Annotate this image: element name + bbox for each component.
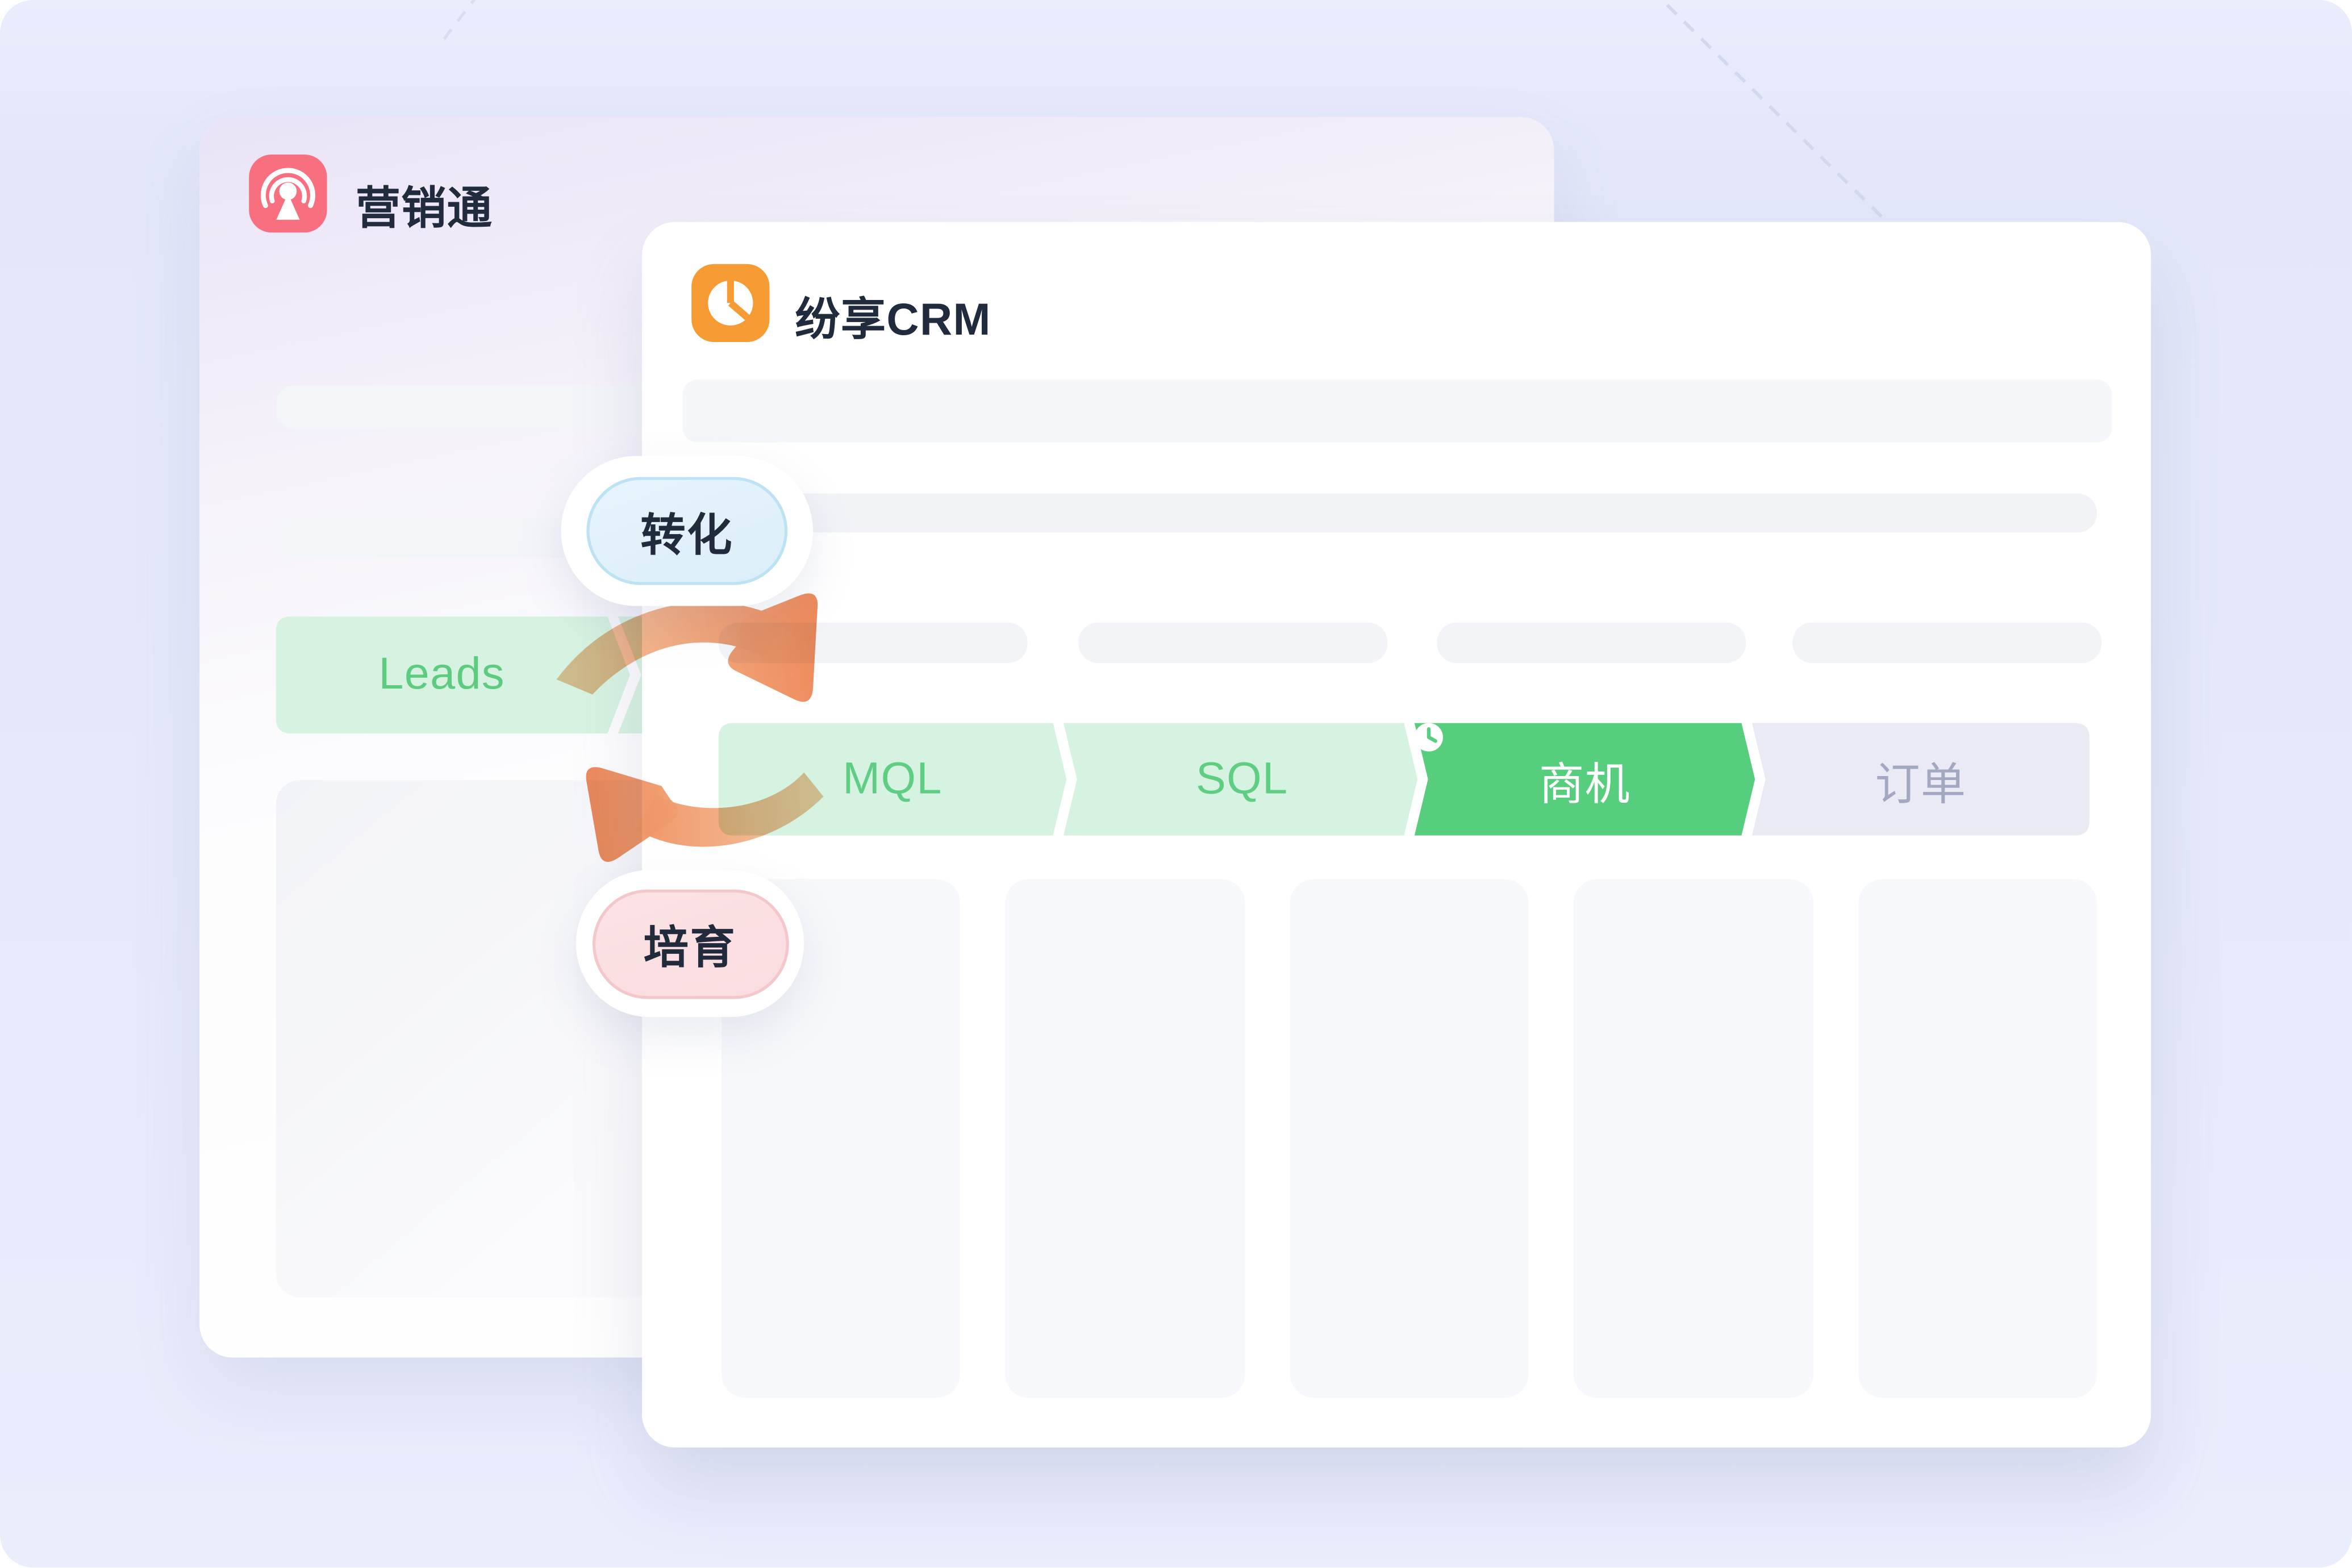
- crm-app-header: 纷享CRM: [642, 222, 2151, 378]
- clock-icon: [1414, 723, 1443, 752]
- crm-app-window: 纷享CRM MQL SQL: [642, 222, 2151, 1448]
- skeleton-toolbar: [682, 379, 2112, 443]
- stage-opportunity-label: 商机: [1538, 760, 1631, 810]
- board-column-card: [1574, 879, 1813, 1398]
- stage-mql-label: MQL: [843, 753, 943, 803]
- pie-chart-icon: [691, 264, 770, 342]
- convert-badge[interactable]: 转化: [561, 456, 814, 606]
- leads-stage-label: Leads: [378, 649, 505, 699]
- skeleton-column-header: [1078, 622, 1388, 664]
- convert-badge-pill: 转化: [586, 477, 788, 585]
- marketing-app-title: 营销通: [355, 184, 493, 234]
- board-columns: [721, 879, 2097, 1398]
- leads-stage-chip[interactable]: Leads: [276, 616, 648, 734]
- stage-opportunity[interactable]: 商机: [1414, 723, 1755, 836]
- board-column-card: [1858, 879, 2097, 1398]
- broadcast-icon: [249, 154, 327, 233]
- stage-order[interactable]: 订单: [1752, 723, 2090, 836]
- stage-mql[interactable]: MQL: [719, 723, 1067, 836]
- stage-sql[interactable]: SQL: [1066, 723, 1417, 836]
- nurture-badge-pill: 培育: [591, 889, 789, 999]
- skeleton-bar: [721, 493, 2097, 533]
- stage-sql-label: SQL: [1195, 753, 1288, 803]
- nurture-badge[interactable]: 培育: [576, 870, 804, 1017]
- crm-app-title: 纷享CRM: [795, 295, 991, 345]
- stage-order-label: 订单: [1875, 760, 1967, 810]
- skeleton-column-header: [718, 622, 1028, 664]
- skeleton-column-header: [1437, 622, 1746, 664]
- pipeline-funnel: MQL SQL 商机 订单: [718, 723, 2090, 836]
- board-column-card: [1290, 879, 1529, 1398]
- marketing-app-header: 营销通: [199, 117, 1554, 273]
- skeleton-column-header: [1792, 622, 2102, 664]
- board-column-card: [1006, 879, 1245, 1398]
